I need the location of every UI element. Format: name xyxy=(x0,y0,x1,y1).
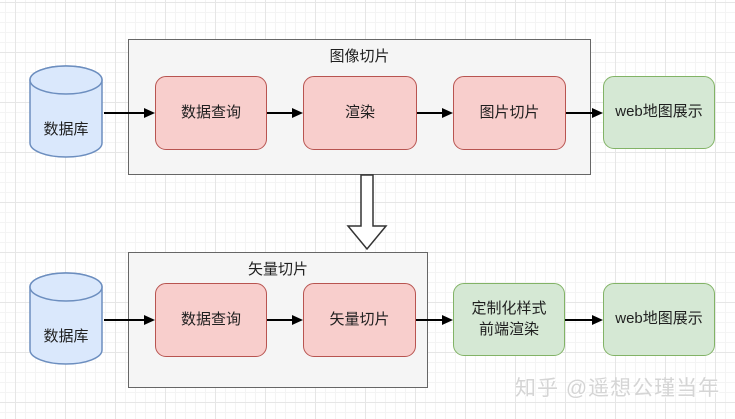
arrow-shaft xyxy=(104,319,144,321)
arrow-head-icon xyxy=(292,315,303,325)
database-cylinder-top: 数据库 xyxy=(29,65,103,158)
web-map-display-box-top: web地图展示 xyxy=(603,76,715,149)
cylinder-shape-icon xyxy=(29,272,103,365)
arrow-head-icon xyxy=(592,108,603,118)
flow-arrow-icon xyxy=(267,314,303,326)
arrow-shaft xyxy=(416,319,442,321)
image-tiles-box: 图片切片 xyxy=(453,76,566,150)
database-cylinder-bottom: 数据库 xyxy=(29,272,103,365)
image-tiling-title: 图像切片 xyxy=(329,48,390,65)
custom-style-render-box: 定制化样式 前端渲染 xyxy=(453,283,565,356)
database-label-top: 数据库 xyxy=(43,121,89,138)
database-label-bottom: 数据库 xyxy=(43,328,89,345)
data-query-label-bottom: 数据查询 xyxy=(180,310,241,328)
web-map-display-box-bottom: web地图展示 xyxy=(603,283,715,356)
arrow-shaft xyxy=(104,112,144,114)
web-map-display-label-top: web地图展示 xyxy=(615,103,703,121)
data-query-box-bottom: 数据查询 xyxy=(155,283,267,357)
flow-arrow-icon xyxy=(267,107,303,119)
vector-tiles-box: 矢量切片 xyxy=(303,283,416,357)
vector-tiles-label: 矢量切片 xyxy=(329,310,390,328)
data-query-box-top: 数据查询 xyxy=(155,76,267,150)
flow-arrow-icon xyxy=(416,314,453,326)
vector-tiling-title: 矢量切片 xyxy=(247,261,308,278)
arrow-head-icon xyxy=(592,315,603,325)
arrow-head-icon xyxy=(292,108,303,118)
flow-arrow-icon xyxy=(417,107,453,119)
data-query-label-top: 数据查询 xyxy=(180,103,241,121)
arrow-head-icon xyxy=(144,108,155,118)
cylinder-shape-icon xyxy=(29,65,103,158)
arrow-shaft xyxy=(566,112,592,114)
flow-arrow-icon xyxy=(104,314,155,326)
arrow-head-icon xyxy=(442,315,453,325)
custom-style-line1: 定制化样式 xyxy=(471,300,547,318)
arrow-shaft xyxy=(565,319,592,321)
image-tiles-label: 图片切片 xyxy=(479,103,540,121)
web-map-display-label-bottom: web地图展示 xyxy=(615,310,703,328)
arrow-shaft xyxy=(267,319,292,321)
flow-arrow-icon xyxy=(565,314,603,326)
flow-arrow-icon xyxy=(566,107,603,119)
down-arrow-icon xyxy=(346,174,388,251)
arrow-shaft xyxy=(417,112,442,114)
render-box: 渲染 xyxy=(303,76,417,150)
zhihu-watermark: 知乎 @遥想公瑾当年 xyxy=(515,377,721,400)
flow-arrow-icon xyxy=(104,107,155,119)
arrow-shaft xyxy=(267,112,292,114)
arrow-head-icon xyxy=(442,108,453,118)
render-label: 渲染 xyxy=(344,103,375,121)
custom-style-line2: 前端渲染 xyxy=(478,320,539,338)
arrow-head-icon xyxy=(144,315,155,325)
